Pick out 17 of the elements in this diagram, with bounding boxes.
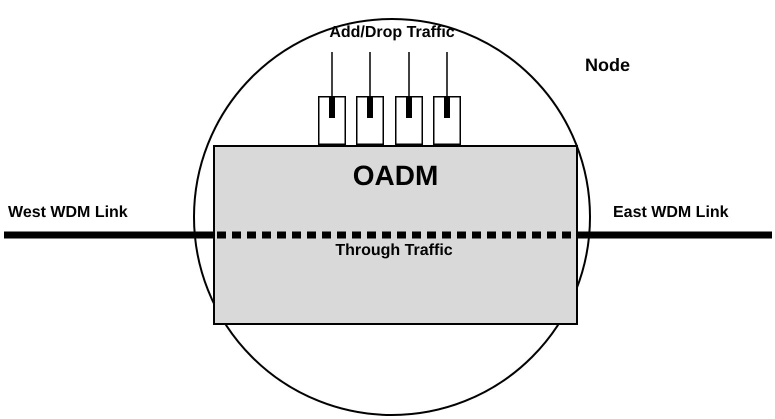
box-title: OADM	[352, 161, 440, 191]
connector-line	[446, 52, 448, 96]
port-box	[395, 96, 423, 145]
port-box	[318, 96, 346, 145]
connector-line	[408, 52, 410, 96]
node-label: Node	[585, 56, 630, 74]
port-box	[356, 96, 384, 145]
text-label: Add/Drop Traffic	[328, 24, 456, 42]
edge-label: East WDM Link	[613, 204, 729, 222]
text-label: Through Traffic	[334, 242, 454, 260]
link-line	[578, 232, 772, 238]
oadm-box	[213, 145, 578, 325]
edge-label: West WDM Link	[8, 204, 128, 222]
connector-line	[369, 52, 371, 96]
link-line	[4, 232, 213, 238]
port-box	[433, 96, 461, 145]
connector-line	[331, 52, 333, 96]
